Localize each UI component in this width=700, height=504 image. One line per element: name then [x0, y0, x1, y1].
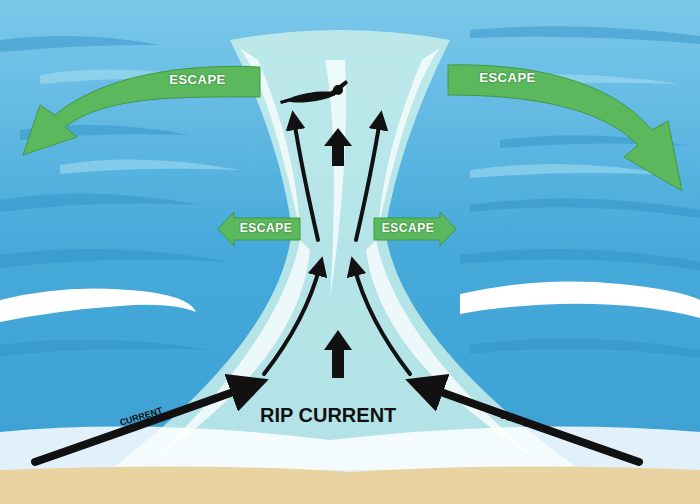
- escape-text: ESCAPE: [374, 221, 442, 235]
- arrow-shape: [440, 55, 690, 195]
- sand-beach: [0, 466, 700, 504]
- current-arrows: [35, 120, 639, 462]
- arrow-fill: [448, 65, 682, 191]
- arrow-fill: [23, 66, 260, 155]
- escape-arrow: ESCAPE: [374, 212, 456, 246]
- breaking-waves: [0, 282, 700, 478]
- escape-arrow: ESCAPE: [218, 212, 300, 246]
- swimmer: [280, 80, 348, 105]
- escape-text: ESCAPE: [232, 221, 300, 235]
- arrow-shape: [15, 55, 260, 160]
- escape-text: ESCAPE: [140, 72, 255, 87]
- main-label: RIP CURRENT: [260, 404, 396, 427]
- arrow-fill: [218, 212, 300, 246]
- arrow-fill: [374, 212, 456, 246]
- escape-text: ESCAPE: [450, 70, 565, 85]
- up-arrows: [324, 128, 352, 378]
- escape-arrow: ESCAPE: [15, 55, 260, 160]
- escape-arrow: ESCAPE: [440, 55, 690, 195]
